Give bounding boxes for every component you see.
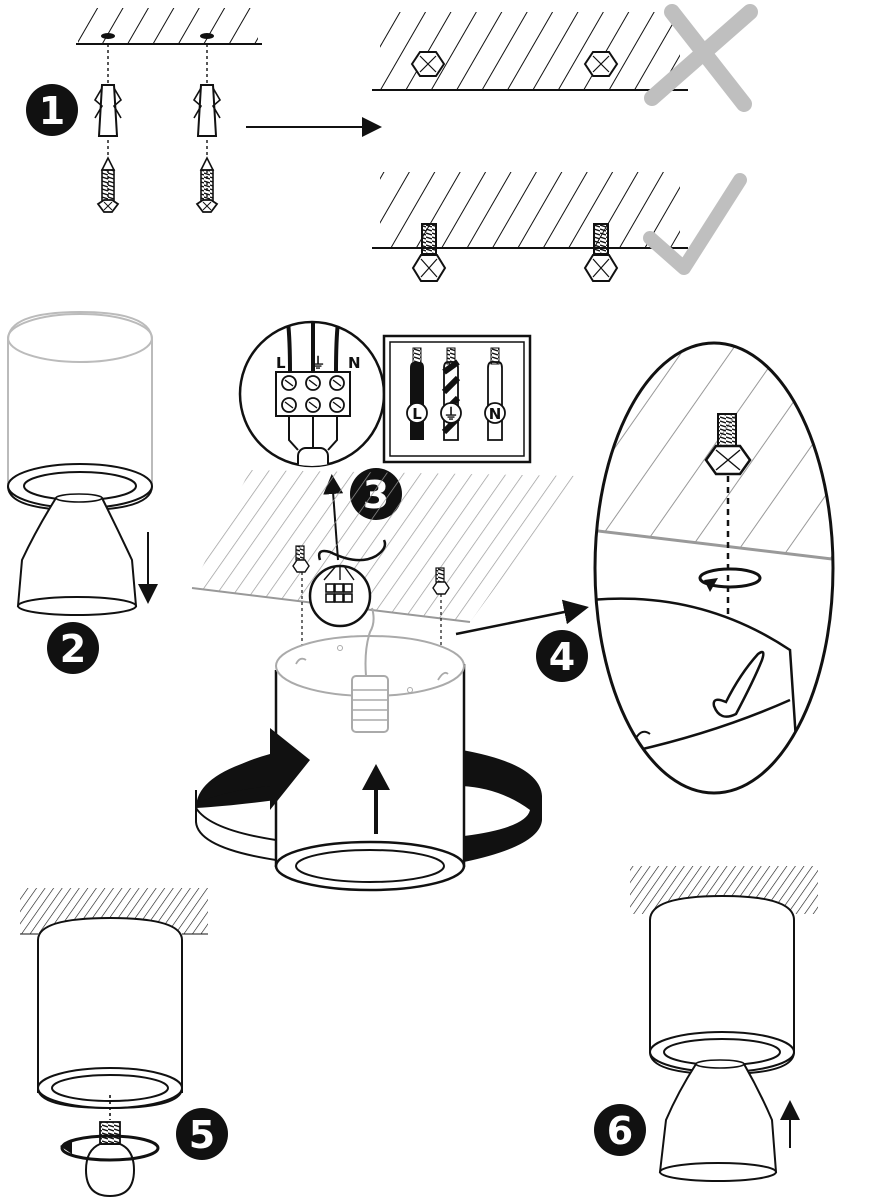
step-4-arrow [455,599,589,636]
glass-shade-6 [658,1063,778,1173]
terminal-label-live: L [276,354,286,372]
wrong-mounting [372,4,758,112]
step-4-number: 4 [549,635,575,679]
rotate-arrow-icon [698,567,762,592]
wire-connector [308,539,387,628]
rotate-arrow-icon [60,1140,72,1154]
wall-plug-right [192,84,222,137]
step-6-badge: 6 [594,1104,646,1156]
step-4-badge: 4 [536,630,588,682]
step-1-badge: 1 [26,84,78,136]
terminal-label-neutral: N [348,354,361,372]
lamp-body-main [195,607,542,892]
wire-label-neutral: N [489,405,502,423]
wire-label-earth: ⏚ [443,405,458,423]
glass-shade [16,497,138,607]
step-2-badge: 2 [47,622,99,674]
step-6-number: 6 [607,1109,633,1153]
step-1-number: 1 [39,89,65,133]
step-6-panel: 6 [594,866,818,1182]
cross-mark-icon [644,4,758,112]
step-2-number: 2 [60,627,86,671]
keyhole-zoom [593,341,835,795]
correct-mounting [372,172,747,282]
screw-left [96,156,120,213]
ceiling-screws [292,545,450,674]
screw-right [195,156,219,213]
wire-legend: L ⏚ N [382,334,532,464]
step-5-badge: 5 [176,1108,228,1160]
check-mark-icon [643,173,747,275]
step-1-panel: 1 [26,8,382,213]
step-2-panel: 2 [7,310,158,674]
wall-plug-left [93,84,123,137]
step-5-panel: 5 [20,888,228,1197]
terminal-block-zoom: L ⏚ N [238,320,386,468]
wire-label-live: L [412,405,422,423]
terminal-label-earth: ⏚ [310,354,325,372]
light-bulb [60,1121,160,1197]
step-5-number: 5 [189,1113,215,1157]
